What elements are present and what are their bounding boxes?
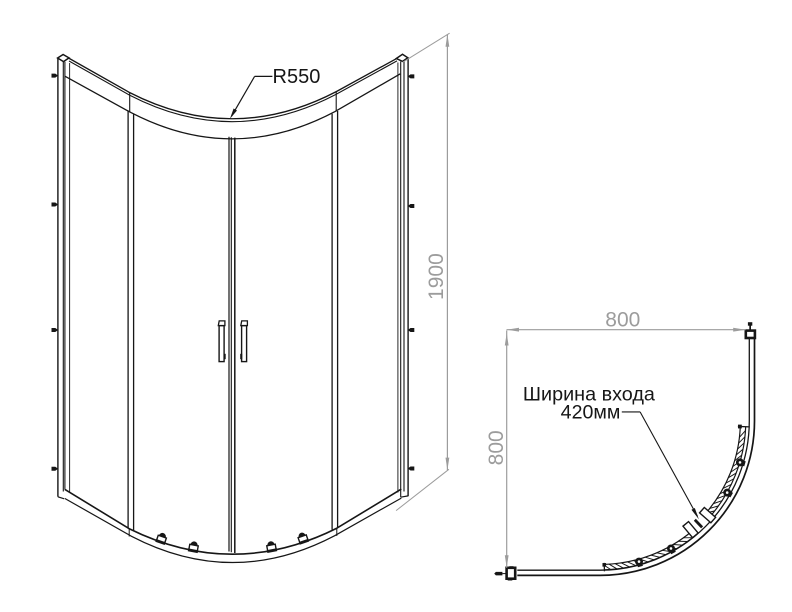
svg-text:1900: 1900: [425, 253, 448, 300]
svg-text:Ширина входа: Ширина входа: [523, 384, 655, 406]
svg-text:800: 800: [485, 430, 508, 465]
svg-text:420мм: 420мм: [561, 401, 621, 423]
svg-text:800: 800: [605, 309, 640, 332]
svg-text:R550: R550: [273, 66, 321, 88]
